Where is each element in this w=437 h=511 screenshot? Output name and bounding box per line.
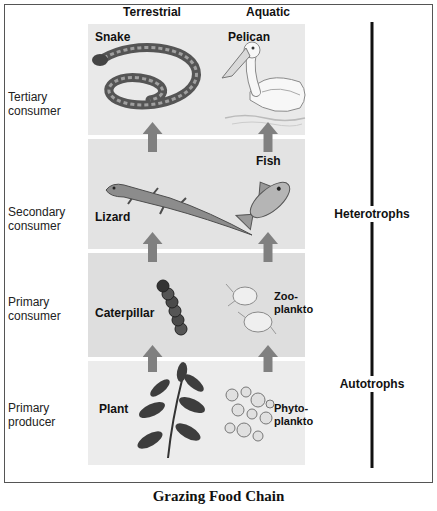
organism-label: Caterpillar bbox=[95, 306, 175, 320]
lizard-eye bbox=[113, 187, 116, 190]
pelican-wing bbox=[262, 89, 300, 95]
energy-flow-arrow bbox=[148, 357, 157, 372]
snake-pattern bbox=[104, 48, 196, 105]
organism-label: Zoo- plankto bbox=[274, 290, 320, 316]
plant-leaf bbox=[175, 361, 188, 382]
plant-leaf bbox=[148, 376, 173, 399]
fish-body bbox=[245, 176, 296, 224]
caterpillar-segment bbox=[166, 296, 178, 308]
pelican-neck bbox=[251, 52, 256, 92]
pelican-illustration bbox=[222, 42, 305, 126]
organism-label: Snake bbox=[95, 30, 155, 44]
organism-node: Zoo- plankto bbox=[228, 262, 308, 345]
phytoplankton-illustration bbox=[225, 387, 274, 441]
plant-leaf bbox=[173, 420, 203, 444]
column-header: Terrestrial bbox=[123, 5, 181, 19]
trophic-level-label: Secondary consumer bbox=[8, 205, 84, 233]
plant-stem bbox=[168, 380, 182, 458]
organism-node: Caterpillar bbox=[95, 262, 210, 345]
fish-fin bbox=[253, 178, 272, 197]
trophic-level-band: Primary producerPlantPhyto- plankto bbox=[88, 361, 305, 465]
caterpillar-illustration bbox=[157, 280, 187, 335]
fish-illustration bbox=[230, 169, 296, 231]
phytoplankton-cell bbox=[237, 423, 251, 437]
organism-node: Pelican bbox=[228, 30, 308, 122]
energy-flow-arrow bbox=[264, 244, 273, 262]
trophic-level-label: Primary producer bbox=[8, 401, 82, 429]
organism-label: Plant bbox=[99, 402, 139, 416]
trophic-level-label: Primary consumer bbox=[8, 295, 82, 323]
trophic-level-band: Tertiary consumerSnakePelican bbox=[88, 24, 305, 135]
pelican-body bbox=[250, 78, 305, 112]
zooplankton-body bbox=[233, 287, 257, 305]
column-header: Aquatic bbox=[246, 5, 290, 19]
pelican-neck bbox=[251, 52, 256, 92]
plant-leaf bbox=[137, 399, 167, 422]
snake-body bbox=[104, 48, 196, 105]
figure-frame bbox=[5, 5, 433, 483]
snake-head bbox=[92, 54, 108, 66]
lizard-body bbox=[106, 184, 252, 235]
pelican-head bbox=[244, 42, 260, 58]
phytoplankton-cell bbox=[225, 423, 235, 433]
organism-node: Lizard bbox=[95, 152, 210, 232]
trophic-level-band: Secondary consumerLizardFish bbox=[88, 139, 305, 249]
lizard-legs bbox=[128, 188, 186, 214]
group-label: Heterotrophs bbox=[332, 206, 411, 222]
caterpillar-segment bbox=[172, 314, 184, 326]
phytoplankton-cell bbox=[241, 387, 251, 397]
plant-leaf bbox=[177, 394, 207, 417]
lizard-illustration bbox=[106, 184, 252, 235]
organism-label: Pelican bbox=[228, 30, 288, 44]
fish-tail bbox=[236, 206, 260, 230]
phytoplankton-cell bbox=[247, 409, 257, 419]
energy-flow-arrow bbox=[264, 357, 273, 372]
fish-eye bbox=[276, 186, 282, 192]
caterpillar-head bbox=[157, 280, 169, 292]
group-label: Autotrophs bbox=[338, 376, 407, 392]
water-line bbox=[232, 122, 302, 126]
pelican-bill bbox=[222, 48, 250, 78]
phytoplankton-cell bbox=[232, 404, 244, 416]
zooplankton-illustration bbox=[226, 284, 276, 334]
phytoplankton-cell bbox=[266, 400, 274, 408]
zooplankton-body bbox=[244, 312, 272, 332]
organism-label: Lizard bbox=[95, 210, 155, 224]
organism-node: Plant bbox=[95, 372, 210, 460]
caterpillar-segment bbox=[162, 288, 174, 300]
organism-node: Snake bbox=[95, 30, 210, 122]
phytoplankton-cell bbox=[251, 393, 265, 407]
trophic-level-band: Primary consumerCaterpillarZoo- plankto bbox=[88, 253, 305, 357]
caterpillar-segment bbox=[169, 305, 181, 317]
organism-node: Phyto- plankto bbox=[228, 372, 308, 460]
organism-label: Phyto- plankto bbox=[274, 402, 320, 428]
zooplankton-appendage bbox=[226, 284, 276, 334]
pelican-eye bbox=[252, 47, 255, 50]
organism-label: Fish bbox=[256, 154, 296, 168]
plant-leaf bbox=[182, 371, 207, 394]
water-line bbox=[225, 116, 305, 121]
trophic-bracket bbox=[371, 22, 374, 468]
phytoplankton-cell bbox=[226, 389, 238, 401]
snake-illustration bbox=[92, 48, 196, 105]
phytoplankton-cell bbox=[260, 412, 272, 424]
energy-flow-arrow bbox=[148, 244, 157, 262]
organism-node: Fish bbox=[228, 152, 308, 232]
energy-flow-arrow bbox=[148, 134, 157, 152]
phytoplankton-cell bbox=[253, 431, 263, 441]
energy-flow-arrow bbox=[264, 134, 273, 152]
caterpillar-segment bbox=[175, 323, 187, 335]
figure-caption: Grazing Food Chain bbox=[153, 487, 285, 505]
plant-illustration bbox=[135, 361, 207, 458]
plant-leaf bbox=[135, 428, 165, 452]
trophic-level-label: Tertiary consumer bbox=[8, 90, 82, 118]
